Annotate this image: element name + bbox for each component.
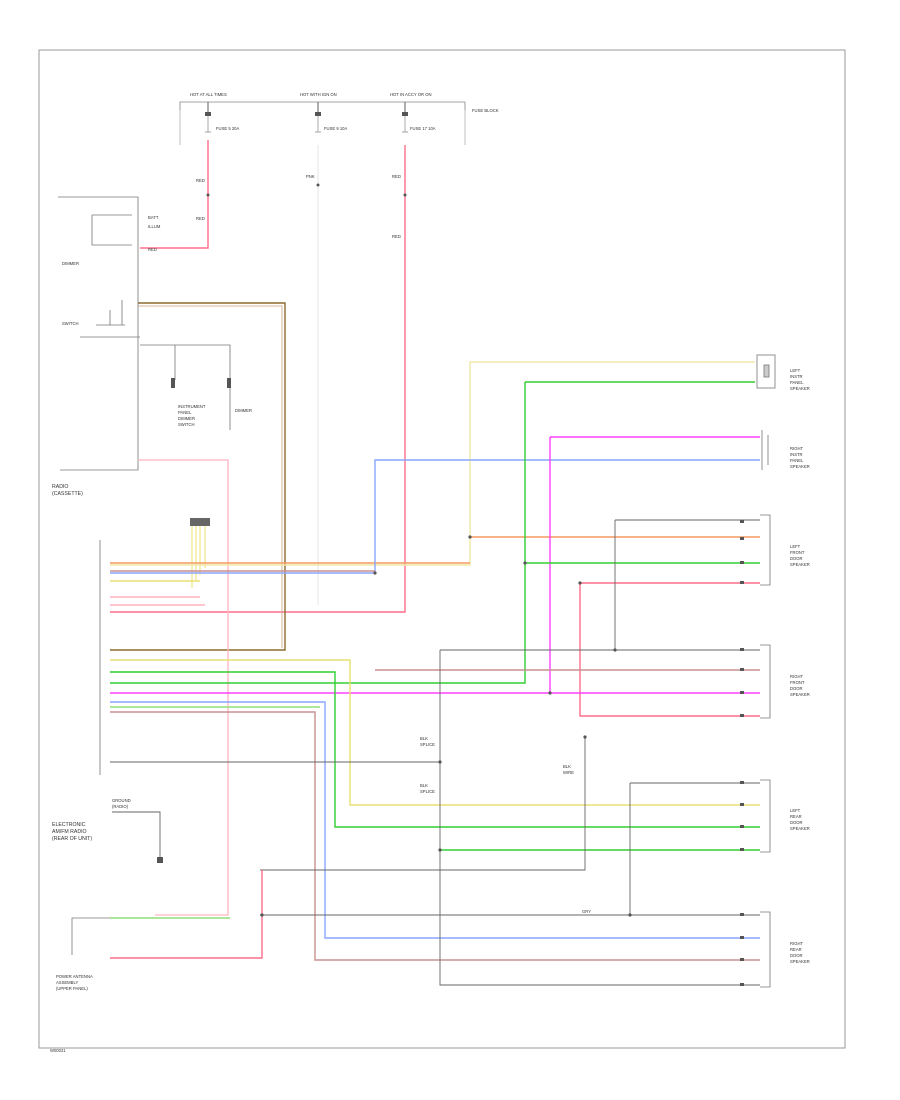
left-front-1: LEFT <box>790 544 801 549</box>
right-rear-2: REAR <box>790 947 802 952</box>
antenna-label-2: ASSEMBLY <box>56 980 78 985</box>
left-rear-1: LEFT <box>790 808 801 813</box>
ground-label-1: GROUND <box>112 798 131 803</box>
wire-pnk: PNK <box>306 174 315 179</box>
radio-assy-sub: (CASSETTE) <box>52 491 83 497</box>
left-front-2: FRONT <box>790 550 805 555</box>
left-rear-3: DOOR <box>790 820 803 825</box>
left-rear-4: SPEAKER <box>790 826 810 831</box>
dimmer-sw-2: PANEL <box>178 410 192 415</box>
right-instr-3: PANEL <box>790 458 804 463</box>
right-front-4: SPEAKER <box>790 692 810 697</box>
splice-1b: SPLICE <box>420 742 435 747</box>
fuse-top-label-3: HOT IN ACCY OR ON <box>390 92 432 97</box>
right-instr-4: SPEAKER <box>790 464 810 469</box>
splice-3b: WIRE <box>563 770 574 775</box>
right-front-3: DOOR <box>790 686 803 691</box>
fuse-feeds <box>110 140 406 613</box>
dash-ctrl-label-1: DIMMER <box>62 261 79 266</box>
right-instr-1: RIGHT <box>790 446 803 451</box>
left-front-4: SPEAKER <box>790 562 810 567</box>
speakers <box>756 354 776 988</box>
right-front-1: RIGHT <box>790 674 803 679</box>
fuse-2-label: FUSE 9 10A <box>324 126 347 131</box>
radio-assy-label: RADIO <box>52 484 68 490</box>
illum-label: ILLUM <box>148 224 161 229</box>
wire-red-5: RED <box>148 247 157 252</box>
junctions <box>260 535 632 917</box>
ground-label-2: (RADIO) <box>112 804 129 809</box>
left-rear-2: REAR <box>790 814 802 819</box>
batt-label: BATT <box>148 215 159 220</box>
diagram-footer-code: W00021 <box>50 1048 66 1053</box>
right-front-2: FRONT <box>790 680 805 685</box>
power-antenna <box>71 917 110 955</box>
wire-bundle <box>110 361 760 986</box>
dimmer-label-1: DIMMER <box>235 408 252 413</box>
right-rear-1: RIGHT <box>790 941 803 946</box>
radio-main-2: AM/FM RADIO <box>52 829 87 835</box>
left-instr-1: LEFT <box>790 368 801 373</box>
splice-3: BLK <box>563 764 571 769</box>
wire-red-4: RED <box>392 234 401 239</box>
splice-2b: SPLICE <box>420 789 435 794</box>
left-instr-4: SPEAKER <box>790 386 810 391</box>
antenna-label-1: POWER ANTENNA <box>56 974 93 979</box>
dimmer-sw-1: INSTRUMENT <box>178 404 206 409</box>
antenna-label-3: (UPPER PANEL) <box>56 986 88 991</box>
wire-red-3: RED <box>392 174 401 179</box>
left-instr-3: PANEL <box>790 380 804 385</box>
speaker-terminals <box>740 520 744 986</box>
fuse-3-label: FUSE 17 10A <box>410 126 436 131</box>
wire-red-2: RED <box>196 216 205 221</box>
dash-ctrl-label-2: SWITCH <box>62 321 79 326</box>
left-instr-2: INSTR <box>790 374 803 379</box>
dimmer-sw-3: DIMMER <box>178 416 195 421</box>
right-instr-2: INSTR <box>790 452 803 457</box>
radio-main-3: (REAR OF UNIT) <box>52 836 92 842</box>
illum-wire-label: GRY <box>582 909 591 914</box>
splice-2: BLK <box>420 783 428 788</box>
dimmer-sw-4: SWITCH <box>178 422 195 427</box>
wire-red-1: RED <box>196 178 205 183</box>
diagram-border <box>38 49 846 1049</box>
fuse-1-label: FUSE 5 20A <box>216 126 239 131</box>
fuse-block: HOT AT ALL TIMES HOT WITH IGN ON HOT IN … <box>179 92 499 145</box>
fuse-block-label: FUSE BLOCK <box>472 108 499 113</box>
splice-1: BLK <box>420 736 428 741</box>
radio-main-1: ELECTRONIC <box>52 822 86 828</box>
ground-icon <box>157 857 163 863</box>
left-front-3: DOOR <box>790 556 803 561</box>
fuse-top-label-2: HOT WITH IGN ON <box>300 92 337 97</box>
upper-radio-block <box>58 196 231 471</box>
right-rear-4: SPEAKER <box>790 959 810 964</box>
radio-connector <box>190 518 210 526</box>
right-rear-3: DOOR <box>790 953 803 958</box>
fuse-top-label-1: HOT AT ALL TIMES <box>190 92 227 97</box>
